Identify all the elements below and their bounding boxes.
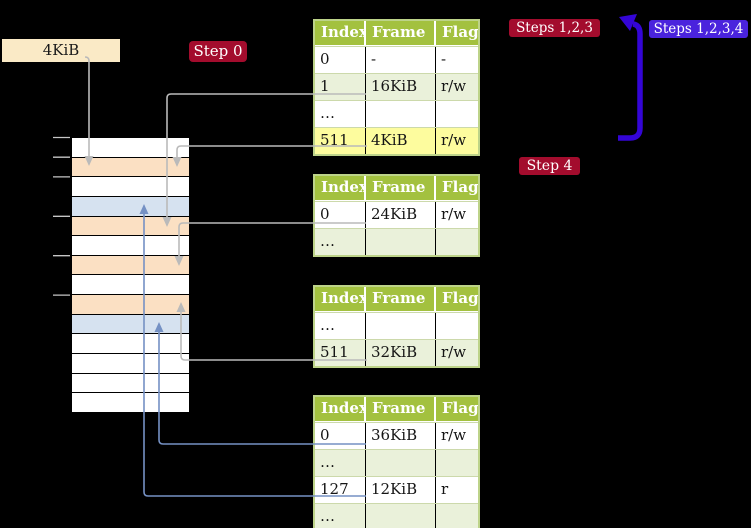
table-cell: 24KiB — [366, 202, 436, 228]
badge-steps-1-2-3: Steps 1,2,3 — [509, 19, 600, 37]
table-cell — [366, 504, 436, 528]
loop-arrow-steps — [618, 14, 643, 141]
column-header-frame: Frame — [366, 287, 436, 311]
table-cell: 12KiB — [366, 477, 436, 503]
frame-size-label: 4KiB — [2, 39, 120, 62]
table-cell: - — [441, 50, 447, 68]
table-cell-highlighted: 511 — [315, 128, 366, 154]
table-cell: r — [441, 480, 449, 498]
table-cell — [366, 101, 436, 127]
column-header-frame: Frame — [366, 397, 436, 421]
memory-row-white — [72, 333, 189, 354]
column-header-index: Index — [315, 397, 366, 421]
table-cell: r/w — [441, 77, 467, 95]
table-header-row: Index Frame Flags — [315, 176, 478, 201]
table-cell: 36KiB — [366, 423, 436, 449]
table-cell: 511 — [315, 340, 366, 366]
table-row: 0 - - — [315, 46, 478, 73]
table-row: … — [315, 312, 478, 339]
column-header-flags: Flags — [442, 289, 478, 307]
table-header-row: Index Frame Flags — [315, 287, 478, 312]
table-row: 127 12KiB r — [315, 476, 478, 503]
table-cell — [366, 313, 436, 339]
page-table-2: Index Frame Flags 0 24KiB r/w … — [313, 174, 480, 257]
column-header-index: Index — [315, 176, 366, 200]
memory-row-orange — [72, 156, 189, 177]
table-cell: 0 — [315, 47, 366, 73]
page-table-1: Index Frame Flags 0 - - 1 16KiB r/w … 51… — [313, 19, 480, 156]
table-cell: r/w — [441, 343, 467, 361]
memory-row-orange — [72, 254, 189, 275]
memory-tick-marks — [53, 136, 70, 296]
badge-steps-1-2-3-4: Steps 1,2,3,4 — [649, 20, 748, 38]
table-row: 0 24KiB r/w — [315, 201, 478, 228]
memory-row-white — [72, 392, 189, 412]
badge-step-0: Step 0 — [189, 41, 247, 62]
table-cell — [366, 450, 436, 476]
table-cell — [436, 229, 478, 255]
table-cell — [436, 313, 478, 339]
table-header-row: Index Frame Flags — [315, 397, 478, 422]
memory-row-blue — [72, 195, 189, 216]
table-cell: … — [315, 101, 366, 127]
memory-row-blue — [72, 313, 189, 334]
column-header-frame: Frame — [366, 176, 436, 200]
table-cell: 1 — [315, 74, 366, 100]
table-cell — [436, 101, 478, 127]
column-header-index: Index — [315, 21, 366, 45]
column-header-flags: Flags — [442, 23, 478, 41]
page-table-3: Index Frame Flags … 511 32KiB r/w — [313, 285, 480, 368]
memory-row-white — [72, 138, 189, 157]
memory-row-white — [72, 353, 189, 373]
column-header-frame: Frame — [366, 21, 436, 45]
table-row: … — [315, 100, 478, 127]
table-cell — [436, 450, 478, 476]
table-cell-highlighted: r/w — [436, 128, 478, 154]
column-header-index: Index — [315, 287, 366, 311]
table-header-row: Index Frame Flags — [315, 21, 478, 46]
memory-row-white — [72, 372, 189, 393]
table-cell: 16KiB — [366, 74, 436, 100]
physical-memory-column — [71, 137, 190, 413]
memory-row-white — [72, 176, 189, 196]
table-cell: - — [366, 47, 436, 73]
page-table-4: Index Frame Flags 0 36KiB r/w … 127 12Ki… — [313, 395, 480, 528]
table-cell: … — [315, 229, 366, 255]
table-cell: 32KiB — [366, 340, 436, 366]
table-cell — [366, 229, 436, 255]
table-cell: 127 — [315, 477, 366, 503]
table-row: 511 32KiB r/w — [315, 339, 478, 366]
table-row: … — [315, 228, 478, 255]
table-row: 0 36KiB r/w — [315, 422, 478, 449]
table-cell: … — [315, 450, 366, 476]
badge-step-4: Step 4 — [519, 157, 580, 175]
table-row: … — [315, 503, 478, 528]
table-cell: r/w — [441, 205, 467, 223]
table-cell: … — [315, 504, 366, 528]
table-row: 1 16KiB r/w — [315, 73, 478, 100]
table-cell: 0 — [315, 202, 366, 228]
table-cell: r/w — [441, 426, 467, 444]
memory-row-orange — [72, 294, 189, 314]
column-header-flags: Flags — [442, 399, 478, 417]
table-cell — [436, 504, 478, 528]
memory-row-white — [72, 274, 189, 295]
memory-row-orange — [72, 215, 189, 236]
table-cell-highlighted: 4KiB — [366, 128, 436, 154]
column-header-flags: Flags — [442, 178, 478, 196]
table-row-highlighted: 511 4KiB r/w — [315, 127, 478, 154]
memory-row-white — [72, 235, 189, 255]
table-cell: 0 — [315, 423, 366, 449]
table-row: … — [315, 449, 478, 476]
table-cell: … — [315, 313, 366, 339]
